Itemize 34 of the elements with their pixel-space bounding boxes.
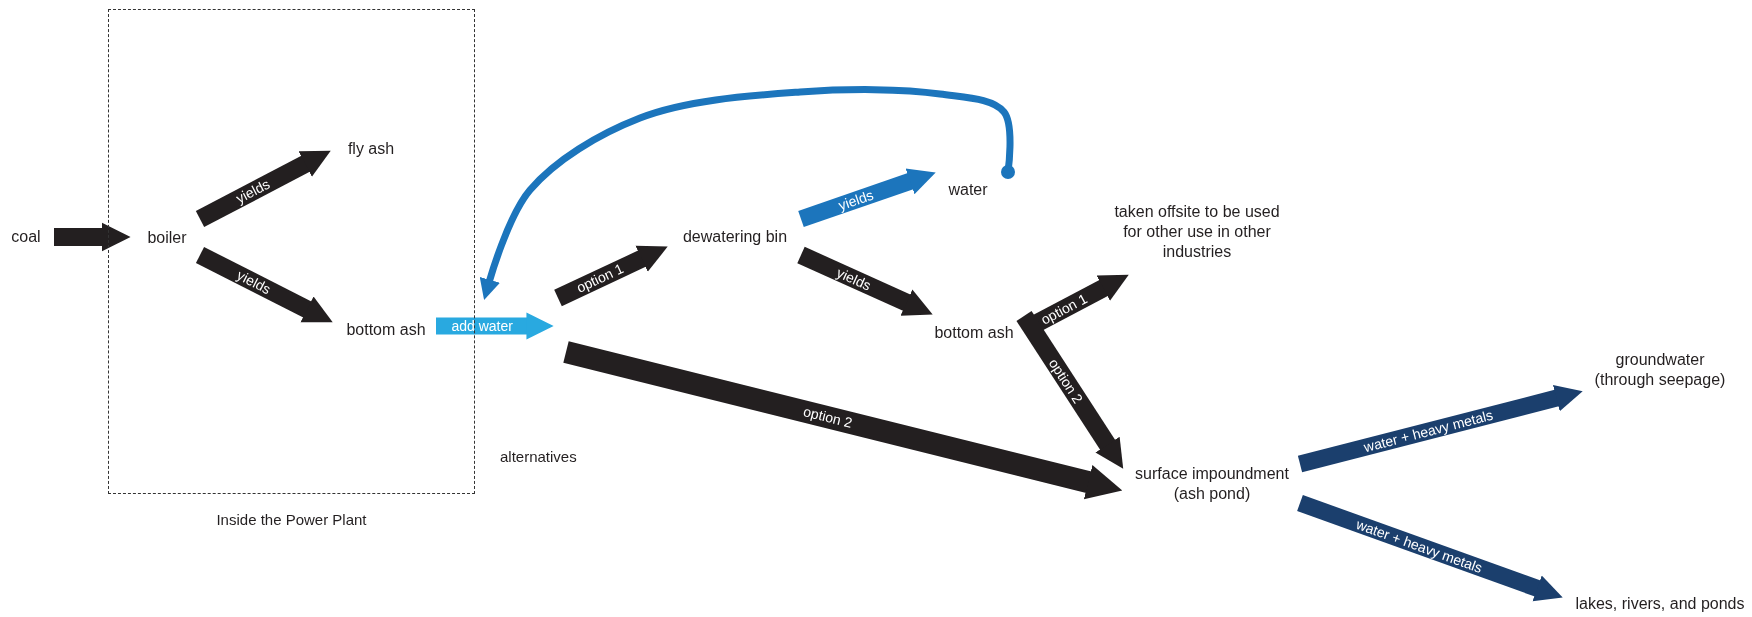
edge-label: option 1: [574, 261, 626, 295]
edge-label: option 1: [1038, 290, 1090, 327]
arrow: [195, 246, 333, 323]
arrow: [195, 150, 331, 227]
arrow: [1297, 495, 1563, 602]
edge-label: add water: [451, 319, 513, 333]
node-label: fly ash: [347, 139, 395, 159]
arrow: [1297, 384, 1583, 473]
arrow: [436, 312, 554, 340]
arrow: [554, 245, 668, 307]
edge-label: yields: [835, 265, 874, 293]
edge-label: option 2: [801, 404, 854, 431]
node-label: bottom ash: [346, 320, 426, 340]
node-label: lakes, rivers, and ponds: [1575, 594, 1745, 614]
arrow: [798, 168, 936, 228]
arrow: [563, 341, 1123, 500]
arrow: [54, 222, 131, 252]
edge-label: yields: [836, 187, 876, 213]
arrow: [479, 86, 1015, 300]
node-label: water: [948, 180, 988, 200]
edge-label: water + heavy metals: [1362, 407, 1495, 455]
node-label: coal: [11, 227, 41, 247]
edge-label: water + heavy metals: [1354, 516, 1484, 575]
arrow: [797, 246, 933, 316]
arrow: [1016, 311, 1124, 469]
group-title: Inside the Power Plant: [215, 511, 368, 530]
node-label: boiler: [147, 228, 187, 248]
annotation-label: alternatives: [500, 448, 577, 465]
node-label: taken offsite to be used for other use in other industries: [1113, 202, 1281, 262]
node-label: surface impoundment (ash pond): [1134, 464, 1290, 504]
node-label: dewatering bin: [682, 227, 788, 247]
node-label: groundwater (through seepage): [1593, 350, 1727, 390]
edge-label: yields: [234, 268, 274, 297]
node-label: bottom ash: [934, 323, 1014, 343]
